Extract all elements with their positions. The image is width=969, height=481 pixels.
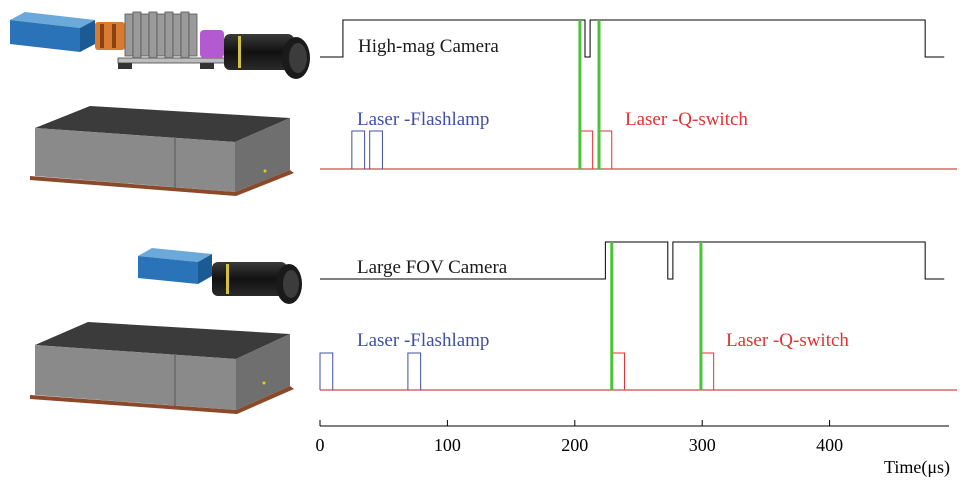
qswitch-pulse-0-1: [598, 130, 613, 169]
high-mag-camera-label: High-mag Camera: [358, 36, 499, 57]
top-flashlamp-label: Laser -Flashlamp: [357, 109, 489, 130]
bottom-qswitch-label: Laser -Q-switch: [726, 330, 849, 351]
flashlamp-pulse-1-0: [319, 352, 334, 390]
flashlamp-pulse-0-1: [369, 130, 383, 169]
x-tick-label-0: 0: [316, 435, 325, 455]
large-fov-camera-label: Large FOV Camera: [357, 257, 508, 278]
timing-traces: [319, 19, 957, 391]
flashlamp-pulse-1-1: [407, 352, 422, 390]
qswitch-pulse-1-1: [700, 352, 715, 390]
camera-trace-1: [320, 241, 945, 280]
camera-trace-0: [320, 19, 945, 58]
top-qswitch-label: Laser -Q-switch: [625, 109, 748, 130]
x-tick-label-300: 300: [689, 435, 716, 455]
x-axis-label: Time(μs): [884, 457, 950, 478]
time-axis: 0 100 200 300 400: [316, 420, 949, 455]
high-mag-camera-illustration: [10, 11, 310, 79]
top-laser-housing-illustration: [30, 106, 294, 196]
x-tick-label-400: 400: [816, 435, 843, 455]
large-fov-camera-illustration: [138, 248, 302, 304]
flashlamp-pulse-0-0: [351, 130, 366, 169]
x-tick-label-100: 100: [434, 435, 461, 455]
qswitch-pulse-1-0: [611, 352, 625, 390]
bottom-flashlamp-label: Laser -Flashlamp: [357, 330, 489, 351]
bottom-laser-housing-illustration: [30, 322, 294, 414]
x-tick-label-200: 200: [561, 435, 588, 455]
qswitch-pulse-0-0: [579, 130, 594, 169]
